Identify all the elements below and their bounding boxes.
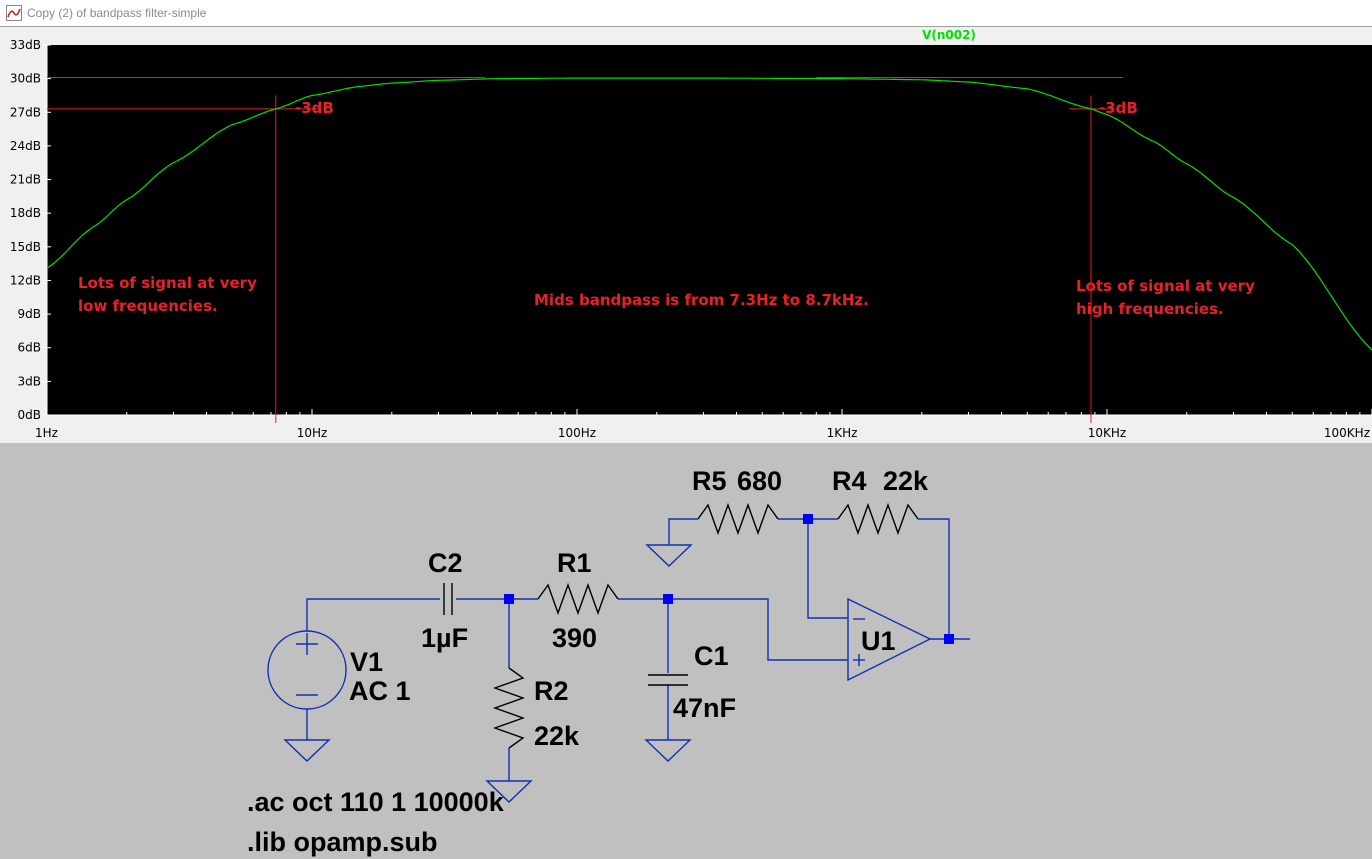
y-tick-label: 3dB — [18, 374, 41, 388]
label-c2-name[interactable]: C2 — [428, 548, 463, 578]
label-r2-name[interactable]: R2 — [534, 676, 569, 706]
label-c1-name[interactable]: C1 — [694, 641, 729, 671]
label-v1-value[interactable]: AC 1 — [349, 676, 411, 706]
trace-v-n002[interactable] — [46, 77, 1372, 351]
label-v1-name[interactable]: V1 — [350, 647, 383, 677]
x-tick-label: 1Hz — [35, 426, 58, 440]
capacitor-c1[interactable] — [648, 674, 688, 686]
label-r4-value[interactable]: 22k — [883, 466, 929, 496]
label-c2-value[interactable]: 1µF — [421, 623, 468, 653]
label-r1-value[interactable]: 390 — [552, 623, 597, 653]
schematic-editor[interactable]: C2 1µF R1 390 R2 22k C1 47nF V1 AC 1 R5 … — [0, 443, 1372, 859]
spice-directive-ac[interactable]: .ac oct 110 1 10000k — [247, 787, 505, 817]
y-tick-label: 30dB — [10, 72, 41, 86]
resistor-r2[interactable] — [492, 667, 526, 749]
y-tick-label: 6dB — [18, 341, 41, 355]
x-tick-label: 100Hz — [558, 426, 596, 440]
y-tick-label: 21dB — [10, 173, 41, 187]
resistor-r4[interactable] — [837, 502, 919, 536]
resistor-r5[interactable] — [697, 502, 779, 536]
x-tick-label: 1KHz — [827, 426, 858, 440]
ground-icon[interactable] — [283, 739, 331, 762]
y-tick-label: 0dB — [18, 408, 41, 422]
annotation-mid: Mids bandpass is from 7.3Hz to 8.7kHz. — [534, 291, 869, 309]
capacitor-c2[interactable] — [443, 583, 453, 615]
voltage-source-v1[interactable] — [267, 630, 347, 710]
waveform-icon — [6, 5, 22, 21]
window-titlebar: Copy (2) of bandpass filter-simple — [0, 0, 1372, 27]
x-axis-labels: 1Hz 10Hz 100Hz 1KHz 10KHz 100KHz — [35, 426, 1370, 440]
annotation-low-line1: Lots of signal at very — [78, 274, 257, 292]
ground-icon[interactable] — [485, 780, 533, 803]
y-tick-label: 27dB — [10, 105, 41, 119]
label-c1-value[interactable]: 47nF — [673, 693, 736, 723]
x-tick-label: 100KHz — [1324, 426, 1370, 440]
ground-icon[interactable] — [644, 739, 692, 762]
y-tick-label: 15dB — [10, 240, 41, 254]
label-u1-name[interactable]: U1 — [861, 626, 896, 656]
axis-ticks — [43, 44, 1372, 416]
x-tick-label: 10Hz — [297, 426, 328, 440]
schematic-background[interactable] — [0, 443, 1372, 859]
label-r5-value[interactable]: 680 — [737, 466, 782, 496]
annotation-high-line2: high frequencies. — [1076, 300, 1224, 318]
plot-area[interactable] — [47, 45, 1372, 415]
annotation-low-line2: low frequencies. — [78, 297, 218, 315]
window-title: Copy (2) of bandpass filter-simple — [27, 6, 207, 20]
label-r1-name[interactable]: R1 — [557, 548, 592, 578]
annotation-left-3db: -3dB — [295, 99, 334, 117]
annotation-high-line1: Lots of signal at very — [1076, 277, 1255, 295]
y-tick-label: 18dB — [10, 206, 41, 220]
reference-lines — [47, 77, 1124, 423]
trace-label[interactable]: V(n002) — [922, 28, 976, 42]
label-r4-name[interactable]: R4 — [832, 466, 867, 496]
opamp-u1[interactable] — [847, 597, 932, 682]
y-tick-label: 9dB — [18, 307, 41, 321]
y-tick-label: 24dB — [10, 139, 41, 153]
spice-directive-lib[interactable]: .lib opamp.sub — [247, 827, 438, 857]
bode-plot[interactable]: 0dB 3dB 6dB 9dB 12dB 15dB 18dB 21dB 24dB 27dB 30dB… — [0, 27, 1372, 443]
junction-dots[interactable] — [504, 514, 954, 644]
x-tick-label: 10KHz — [1088, 426, 1126, 440]
ground-icon[interactable] — [645, 544, 693, 567]
label-r5-name[interactable]: R5 — [692, 466, 727, 496]
y-tick-label: 33dB — [10, 38, 41, 52]
y-axis-labels: 0dB 3dB 6dB 9dB 12dB 15dB 18dB 21dB 24dB 27dB 30dB… — [10, 38, 41, 422]
label-r2-value[interactable]: 22k — [534, 721, 580, 751]
resistor-r1[interactable] — [537, 582, 619, 616]
y-tick-label: 12dB — [10, 273, 41, 287]
annotation-right-3db: -3dB — [1099, 99, 1138, 117]
